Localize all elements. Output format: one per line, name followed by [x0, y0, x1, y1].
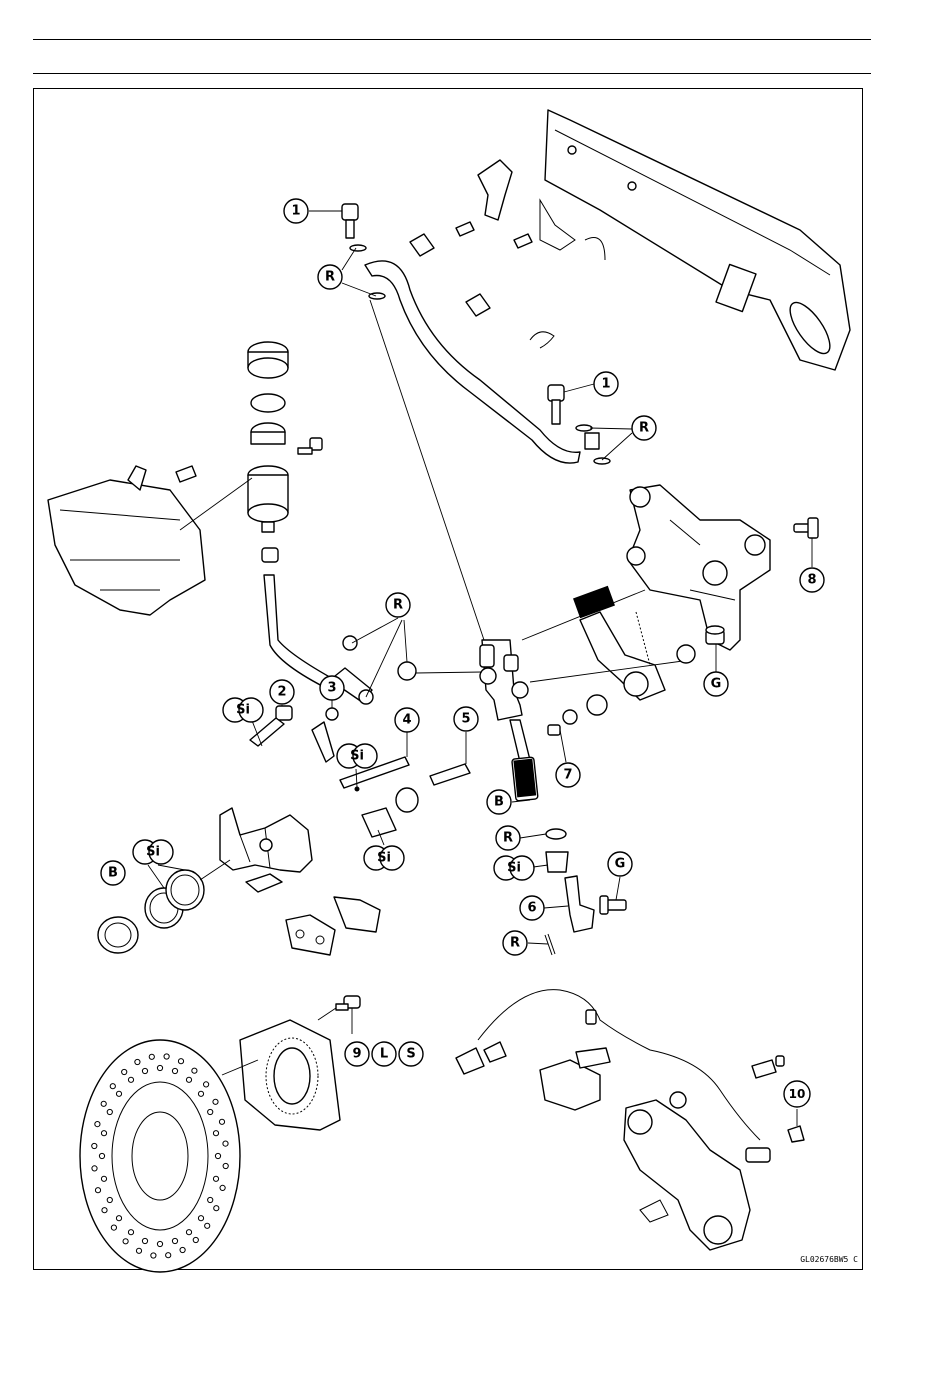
- callout-1-lower-label: 1: [601, 377, 610, 392]
- callout-9: 9: [345, 1042, 369, 1066]
- callout-1-upper-label: 1: [291, 204, 300, 219]
- caliper-pin-bolt: [430, 764, 470, 785]
- callout-r-cotter-label: R: [510, 936, 520, 951]
- callout-4-label: 4: [402, 713, 411, 728]
- bracket-bolts: [456, 222, 532, 248]
- pedal-pivot: [706, 626, 724, 644]
- callout-5: 5: [454, 707, 478, 731]
- caliper-body: [220, 808, 312, 872]
- swingarm-guard: [545, 110, 850, 370]
- pivot-bolt: [548, 695, 607, 735]
- callout-g-pivot: G: [704, 672, 728, 696]
- footpeg-bracket: [627, 485, 770, 650]
- si-grease-dot: [355, 787, 359, 791]
- brake-pedal: [574, 586, 665, 700]
- callout-r-middle-label: R: [393, 598, 403, 613]
- callout-10: 10: [784, 1081, 810, 1107]
- callout-si-boot: Si: [364, 846, 404, 870]
- master-cylinder: [480, 640, 528, 720]
- caliper-boot: [362, 788, 418, 837]
- callout-6: 6: [520, 896, 544, 920]
- callout-r-middle: R: [386, 593, 410, 617]
- callout-4: 4: [395, 708, 419, 732]
- callout-5-label: 5: [461, 712, 470, 727]
- figure-code: GL02676BW5 C: [800, 1255, 858, 1264]
- callout-s-label: S: [406, 1047, 415, 1062]
- callout-si-rod-label: Si: [507, 861, 521, 876]
- clevis-pin: [600, 896, 626, 914]
- callout-r-rod: R: [496, 826, 520, 850]
- callout-si-pin: Si: [337, 744, 377, 768]
- callout-si-boot-label: Si: [377, 851, 391, 866]
- callout-si-rod: Si: [494, 856, 534, 880]
- return-spring: [636, 612, 650, 665]
- brake-disc: [80, 1040, 240, 1272]
- callout-1-upper: 1: [284, 199, 308, 223]
- callout-g-clevis-label: G: [615, 857, 626, 872]
- leader-lines: [148, 211, 812, 1126]
- callout-r-upper: R: [318, 265, 342, 289]
- abs-sensor-rotor: [240, 1020, 340, 1130]
- callout-r-upper-label: R: [325, 270, 335, 285]
- callout-b-piston-label: B: [108, 866, 118, 881]
- callout-1-lower: 1: [594, 372, 618, 396]
- callout-3: 3: [320, 676, 344, 700]
- callout-7-label: 7: [563, 768, 572, 783]
- reservoir-hose: [264, 575, 335, 690]
- callout-b-piston: B: [101, 861, 125, 885]
- reservoir-tank: [248, 466, 288, 532]
- callout-6-label: 6: [527, 901, 536, 916]
- callout-8: 8: [800, 568, 824, 592]
- pedal-washer: [677, 645, 695, 663]
- callout-r-rod-label: R: [503, 831, 513, 846]
- pivot-nut: [670, 1092, 686, 1108]
- reservoir-cap: [248, 342, 288, 378]
- hose-clamp-upper: [262, 548, 278, 562]
- piston-seals: [145, 870, 204, 928]
- bracket-bolt-small: [746, 1056, 804, 1162]
- callout-2-label: 2: [277, 685, 286, 700]
- callout-b-rod: B: [487, 790, 511, 814]
- callout-r-cotter: R: [503, 931, 527, 955]
- callout-r-right: R: [632, 416, 656, 440]
- disc-bolt: [336, 996, 360, 1010]
- reservoir-diaphragm: [251, 423, 285, 444]
- reservoir-bolt: [298, 438, 322, 454]
- left-frame-bracket: [48, 466, 205, 615]
- callout-si-bolt-label: Si: [236, 703, 250, 718]
- reservoir-plate: [251, 394, 285, 412]
- callout-l: L: [372, 1042, 396, 1066]
- bleeder-valve: [312, 708, 338, 762]
- brake-hose: [365, 261, 580, 463]
- callout-g-clevis: G: [608, 852, 632, 876]
- callout-s: S: [399, 1042, 423, 1066]
- sensor-clamp: [540, 1010, 610, 1110]
- cotter-pin: [545, 934, 555, 955]
- callout-l-label: L: [380, 1047, 388, 1062]
- callout-si-bolt: Si: [223, 698, 263, 722]
- callout-si-pin-label: Si: [350, 749, 364, 764]
- callout-3-label: 3: [327, 681, 336, 696]
- callout-8-label: 8: [807, 573, 816, 588]
- callout-9-label: 9: [352, 1047, 361, 1062]
- callout-2: 2: [270, 680, 294, 704]
- callout-g-pivot-label: G: [711, 677, 722, 692]
- caliper-bracket: [624, 1100, 750, 1250]
- banjo-bolt-upper: [342, 204, 385, 299]
- abs-sensor-harness: [456, 990, 760, 1140]
- callout-si-seals-label: Si: [146, 845, 160, 860]
- callout-r-right-label: R: [639, 421, 649, 436]
- footpeg-bolt: [794, 518, 818, 538]
- callout-10-label: 10: [789, 1087, 806, 1101]
- callout-si-seals: Si: [133, 840, 173, 864]
- pad-spring: [246, 874, 282, 892]
- piston: [98, 917, 138, 953]
- callout-7: 7: [556, 763, 580, 787]
- callout-b-rod-label: B: [494, 795, 504, 810]
- brake-pads: [286, 897, 380, 955]
